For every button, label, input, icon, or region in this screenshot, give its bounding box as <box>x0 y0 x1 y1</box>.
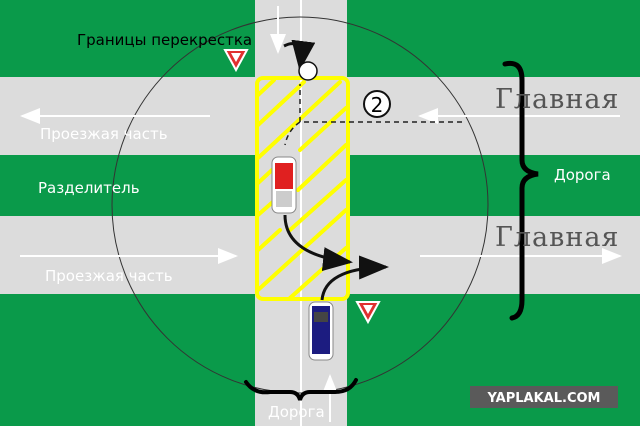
marker-circle-2 <box>363 90 391 118</box>
main-road-label-top: Главная <box>495 84 619 115</box>
carriageway-bottom-label: Проезжая часть <box>45 267 173 285</box>
blue-car-turn-arrow <box>320 255 389 301</box>
intersection-bounds-label: Границы перекрестка <box>77 31 252 49</box>
main-road-label-bottom: Главная <box>495 222 619 253</box>
marker-circle-1 <box>298 61 318 81</box>
road-label-right: Дорога <box>554 166 611 184</box>
marker-number: 2 <box>371 93 384 117</box>
top-curve-arrow <box>283 39 316 71</box>
watermark: YAPLAKAL.COM <box>470 386 618 408</box>
divider-label: Разделитель <box>38 179 140 197</box>
watermark-text: YAPLAKAL.COM <box>487 391 601 406</box>
red-car-turn-arrow <box>283 214 353 272</box>
yield-sign-top <box>223 49 249 73</box>
road-bracket-bottom <box>244 378 358 401</box>
lane-arrows <box>20 6 622 422</box>
intersection-circle <box>111 16 489 394</box>
carriageway-top-label: Проезжая часть <box>40 125 168 143</box>
road-bracket-right <box>502 60 539 321</box>
blue-car <box>308 301 334 361</box>
trajectories <box>283 39 389 301</box>
red-car <box>271 156 297 214</box>
yield-sign-bottom <box>355 301 381 325</box>
road-label-bottom: Дорога <box>268 403 325 421</box>
dashed-paths <box>284 84 462 146</box>
